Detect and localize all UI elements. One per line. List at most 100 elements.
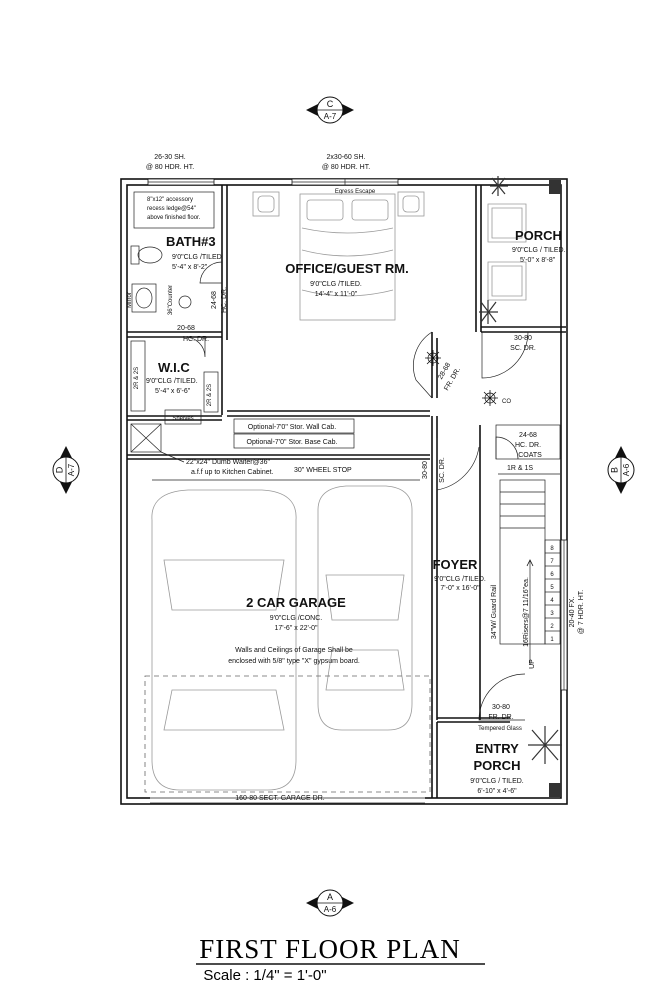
room-garage: 2 CAR GARAGE 9'0"CLG /CONC. 17'-6" x 22'… [144, 438, 480, 802]
room-name: 2 CAR GARAGE [246, 595, 346, 610]
window-callout: 20-40 FX. [569, 597, 576, 628]
dumb-waiter-icon [130, 423, 162, 453]
wheel-stop-label: 30" WHEEL STOP [294, 467, 352, 474]
stair-number: 7 [550, 559, 554, 565]
garage-note: enclosed with 5/8" type "X" gypsum board… [228, 658, 360, 665]
section-sheet: A-7 [324, 112, 337, 121]
ceiling-fan-icon [482, 390, 498, 406]
section-marker-top: C A-7 [306, 96, 354, 124]
base-cab-label: Optional-7'0" Stor. Base Cab. [247, 439, 338, 446]
room-wic: 20-68 HC. DR. 2R & 2S 2R & 2S W.I.C 9'0"… [130, 325, 219, 425]
room-size: 5'-0" x 8'-8" [520, 257, 556, 264]
shelves-label: Shelves [172, 416, 193, 422]
plant-icon [479, 300, 498, 324]
room-ceiling: 9'0"CLG / TILED. [470, 778, 524, 785]
recess-note: recess ledge@54" [147, 206, 196, 212]
room-ceiling: 9'0"CLG /CONC. [270, 615, 323, 622]
car-icon [317, 485, 413, 731]
room-size: 5'-4" x 6'-6" [155, 388, 191, 395]
garage-door-label: 160-80 SECT. GARAGE DR. [235, 795, 325, 802]
window-callout: 26-30 SH. [154, 154, 186, 161]
window-callout: @ 80 HDR. HT. [146, 164, 194, 171]
room-foyer: 24-68 HC. DR. COATS 1R & 1S 8 7 6 5 4 3 … [433, 424, 561, 732]
window [147, 178, 215, 186]
stair-number: 4 [550, 598, 554, 604]
section-marker-bottom: A A-6 [306, 889, 354, 917]
section-letter: D [54, 466, 64, 473]
window-callout: @ 7 HDR. HT. [578, 590, 585, 634]
garage-note: Walls and Ceilings of Garage Shall be [235, 647, 353, 654]
coats-label: COATS [518, 452, 542, 459]
cabinets: Optional-7'0" Stor. Wall Cab. Optional-7… [130, 418, 420, 481]
plant-icon [528, 726, 562, 764]
room-size: 17'-6" x 22'-0" [274, 625, 318, 632]
guard-rail-label: 34"W/ Guard Rail [491, 584, 498, 639]
door-tag: FR. DR. [488, 714, 513, 721]
co-label: CO [502, 399, 511, 405]
plant-icon [490, 176, 508, 196]
room-name: ENTRY [475, 741, 519, 756]
room-size: 5'-4" x 8'-2" [172, 264, 208, 271]
toilet-icon [130, 245, 163, 265]
section-marker-left: D A-7 [52, 446, 80, 494]
dumb-waiter-note: 22"x24" Dumb Waiter@36" [186, 459, 270, 466]
room-entry-porch: ENTRY PORCH 9'0"CLG / TILED. 6'-10" x 4'… [470, 726, 562, 795]
chair-icon [487, 261, 527, 301]
door-tag: SC. DR. [510, 345, 536, 352]
room-name: FOYER [433, 557, 478, 572]
door-tag: 24-68 [519, 432, 537, 439]
risers-label: 16Risers@7 11/16"ea. [523, 577, 530, 647]
section-marker-right: B A-6 [607, 446, 635, 494]
door-tag: 30-80 [422, 461, 429, 479]
room-ceiling: 9'0"CLG /TILED. [434, 576, 486, 583]
room-ceiling: 9'0"CLG /TILED [172, 254, 222, 261]
chair-icon [487, 203, 527, 243]
stair-number: 8 [550, 546, 554, 552]
door-tag: HC. DR. [515, 442, 541, 449]
section-letter: B [609, 467, 619, 473]
shelf-label: 2R & 2S [207, 384, 213, 406]
room-name: PORCH [474, 758, 521, 773]
plan-title: FIRST FLOOR PLAN [199, 934, 461, 964]
room-porch: PORCH 9'0"CLG / TILED. 5'-0" x 8'-8" 30-… [479, 176, 566, 406]
stair-number: 3 [550, 611, 554, 617]
room-ceiling: 9'0"CLG /TILED. [310, 281, 362, 288]
window [560, 539, 568, 691]
room-bath: 8"x12" accessory recess ledge@54" above … [127, 191, 228, 315]
room-name: W.I.C [158, 360, 190, 375]
stair-number: 5 [550, 585, 554, 591]
stair-number: 2 [550, 624, 554, 630]
recess-note: above finished floor. [147, 215, 201, 221]
door-tag: SC. DR. [439, 457, 446, 483]
recess-note: 8"x12" accessory [147, 197, 193, 203]
section-sheet: A-6 [324, 905, 337, 914]
room-name: OFFICE/GUEST RM. [285, 261, 409, 276]
car-icon [151, 489, 297, 791]
bed-icon [299, 193, 396, 321]
room-name: BATH#3 [166, 234, 216, 249]
section-letter: C [327, 99, 334, 109]
dumb-waiter-note: a.f.f up to Kitchen Cabinet. [191, 469, 274, 476]
stair-number: 6 [550, 572, 554, 578]
mirror-label: Mirror [127, 292, 133, 308]
room-size: 14'-4" x 11'-0" [315, 291, 358, 298]
door-tag: 30-80 [492, 704, 510, 711]
stairs: 8 7 6 5 4 3 2 1 [499, 479, 561, 665]
shelf-label: 2R & 2S [134, 367, 140, 389]
window-callout: @ 80 HDR. HT. [322, 164, 370, 171]
egress-label: Egress Escape [335, 189, 376, 195]
wall-cab-label: Optional-7'0" Stor. Wall Cab. [248, 424, 336, 431]
stair-up-label: UP [529, 659, 536, 669]
window-callout: 2x30-60 SH. [327, 154, 366, 161]
tempered-glass-label: Tempered Glass [478, 726, 522, 732]
sink-icon [131, 283, 157, 313]
room-size: 7'-0" x 16'-0" [440, 585, 480, 592]
door-tag: 30-80 [514, 335, 532, 342]
counter-label: 36"Counter [168, 285, 174, 315]
plan-scale: Scale : 1/4" = 1'-0" [203, 967, 326, 984]
room-ceiling: 9'0"CLG / TILED. [512, 247, 566, 254]
section-letter: A [327, 892, 333, 902]
door-tag: 24-68 [211, 291, 218, 309]
room-office: OFFICE/GUEST RM. 9'0"CLG /TILED. 14'-4" … [252, 191, 462, 399]
